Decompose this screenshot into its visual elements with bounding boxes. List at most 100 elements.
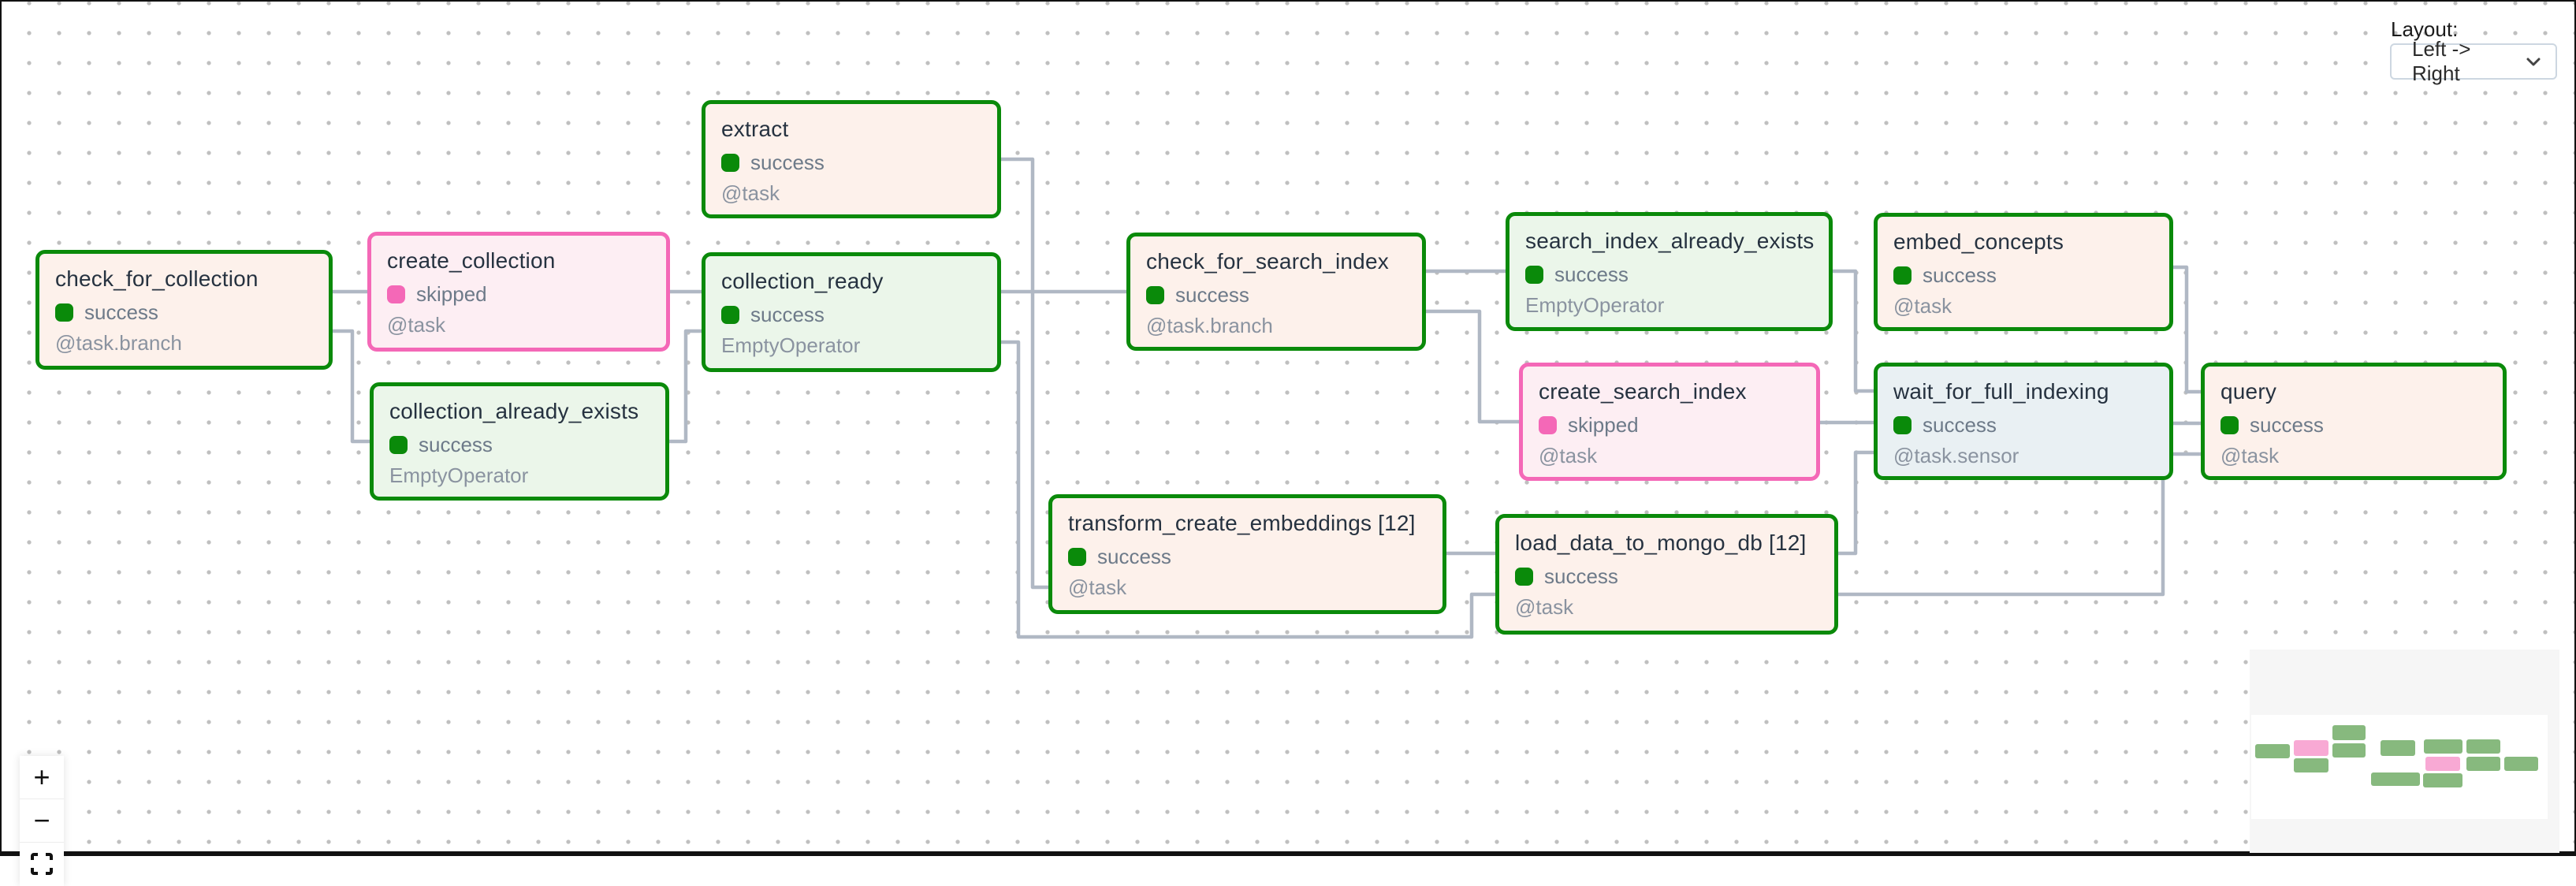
task-status-row: skipped <box>1539 413 1800 437</box>
task-title: collection_ready <box>721 269 884 293</box>
task-node-transform_create_embeddings[interactable]: transform_create_embeddings [12] success @… <box>1048 494 1446 614</box>
task-operator-label: @task <box>721 181 780 205</box>
task-title: check_for_search_index <box>1146 249 1389 274</box>
minimap-node-check_for_search_index <box>2381 740 2415 756</box>
task-title: transform_create_embeddings [12] <box>1068 511 1416 535</box>
task-status-label: success <box>419 433 493 456</box>
minimap-node-collection_already_exists <box>2294 758 2328 772</box>
minimap-node-create_search_index <box>2425 757 2460 771</box>
status-skipped-square-icon <box>387 285 405 303</box>
task-status-label: success <box>750 303 825 326</box>
status-skipped-square-icon <box>1539 416 1557 434</box>
status-success-square-icon <box>1068 548 1086 566</box>
task-title: wait_for_full_indexing <box>1893 379 2109 404</box>
minimap-node-extract <box>2332 725 2366 740</box>
layout-label: Layout: <box>2391 17 2459 41</box>
minimap-node-embed_concepts <box>2466 739 2500 754</box>
task-operator-label: @task <box>1539 444 1598 467</box>
status-success-square-icon <box>1893 266 1912 285</box>
task-operator-label: EmptyOperator <box>721 333 861 357</box>
zoom-controls: + − <box>20 756 64 886</box>
task-status-row: success <box>389 433 650 457</box>
task-title: create_search_index <box>1539 379 1747 404</box>
task-status-label: success <box>1097 545 1171 568</box>
task-node-load_data_to_mongo_db[interactable]: load_data_to_mongo_db [12] success @task <box>1495 514 1838 635</box>
task-status-label: success <box>750 151 825 174</box>
task-status-row: success <box>1146 283 1406 307</box>
task-operator-label: EmptyOperator <box>1525 293 1665 317</box>
minimap-node-load_data_to_mongo_db <box>2423 773 2462 787</box>
task-operator-label: @task <box>387 313 446 337</box>
task-status-label: success <box>2250 413 2324 437</box>
status-success-square-icon <box>1515 568 1533 586</box>
task-status-row: success <box>1893 413 2153 437</box>
status-success-square-icon <box>1893 416 1912 434</box>
status-success-square-icon <box>721 306 739 324</box>
task-status-label: success <box>1923 413 1997 437</box>
task-operator-label: @task <box>1893 294 1952 318</box>
task-operator-label: EmptyOperator <box>389 463 529 487</box>
status-success-square-icon <box>1525 266 1543 284</box>
task-status-row: success <box>1525 262 1813 287</box>
zoom-out-button[interactable]: − <box>20 799 64 843</box>
task-operator-label: @task.branch <box>1146 314 1273 337</box>
task-operator-label: @task.sensor <box>1893 444 2019 467</box>
zoom-in-button[interactable]: + <box>20 756 64 799</box>
task-title: embed_concepts <box>1893 229 2064 254</box>
status-success-square-icon <box>1146 286 1164 304</box>
task-status-row: skipped <box>387 282 650 307</box>
task-status-label: success <box>1544 564 1618 588</box>
task-title: check_for_collection <box>55 266 259 291</box>
minimap-node-query <box>2504 757 2538 771</box>
fit-view-icon <box>31 853 53 875</box>
task-status-label: skipped <box>416 282 487 306</box>
layout-select-value: Left -> Right <box>2412 37 2471 85</box>
minimap-node-create_collection <box>2294 740 2328 756</box>
minimap-node-search_index_already_exists <box>2424 739 2462 754</box>
task-title: query <box>2220 379 2277 404</box>
task-operator-label: @task <box>1515 595 1574 619</box>
minimap-node-check_for_collection <box>2255 744 2290 758</box>
minimap-node-transform_create_embeddings <box>2371 772 2420 786</box>
status-success-square-icon <box>389 436 408 454</box>
task-status-row: success <box>2220 413 2487 437</box>
task-title: collection_already_exists <box>389 399 639 423</box>
fit-view-button[interactable] <box>20 843 64 886</box>
task-status-label: success <box>1175 283 1249 307</box>
task-operator-label: @task <box>2220 444 2280 467</box>
task-node-extract[interactable]: extract success @task <box>702 100 1001 218</box>
task-status-label: skipped <box>1568 413 1639 437</box>
task-operator-label: @task.branch <box>55 331 182 355</box>
minimap-node-collection_ready <box>2332 743 2366 758</box>
status-success-square-icon <box>2220 416 2239 434</box>
minimap[interactable] <box>2250 650 2559 853</box>
minimap-node-wait_for_full_indexing <box>2466 757 2500 771</box>
layout-select[interactable]: Left -> Right <box>2390 37 2557 85</box>
task-title: load_data_to_mongo_db [12] <box>1515 530 1807 555</box>
status-success-square-icon <box>721 154 739 172</box>
task-status-label: success <box>1554 262 1629 286</box>
task-status-label: success <box>1923 263 1997 287</box>
task-node-query[interactable]: query success @task <box>2201 363 2507 480</box>
task-title: extract <box>721 117 789 141</box>
task-status-row: success <box>55 300 313 325</box>
task-title: search_index_already_exists <box>1525 229 1815 253</box>
task-status-row: success <box>1068 545 1427 569</box>
chevron-down-icon <box>2526 58 2541 66</box>
task-status-row: success <box>721 151 981 175</box>
task-operator-label: @task <box>1068 575 1127 599</box>
status-success-square-icon <box>55 303 73 322</box>
task-status-row: success <box>721 303 981 327</box>
task-status-label: success <box>84 300 158 324</box>
task-title: create_collection <box>387 248 556 273</box>
task-status-row: success <box>1515 564 1818 589</box>
